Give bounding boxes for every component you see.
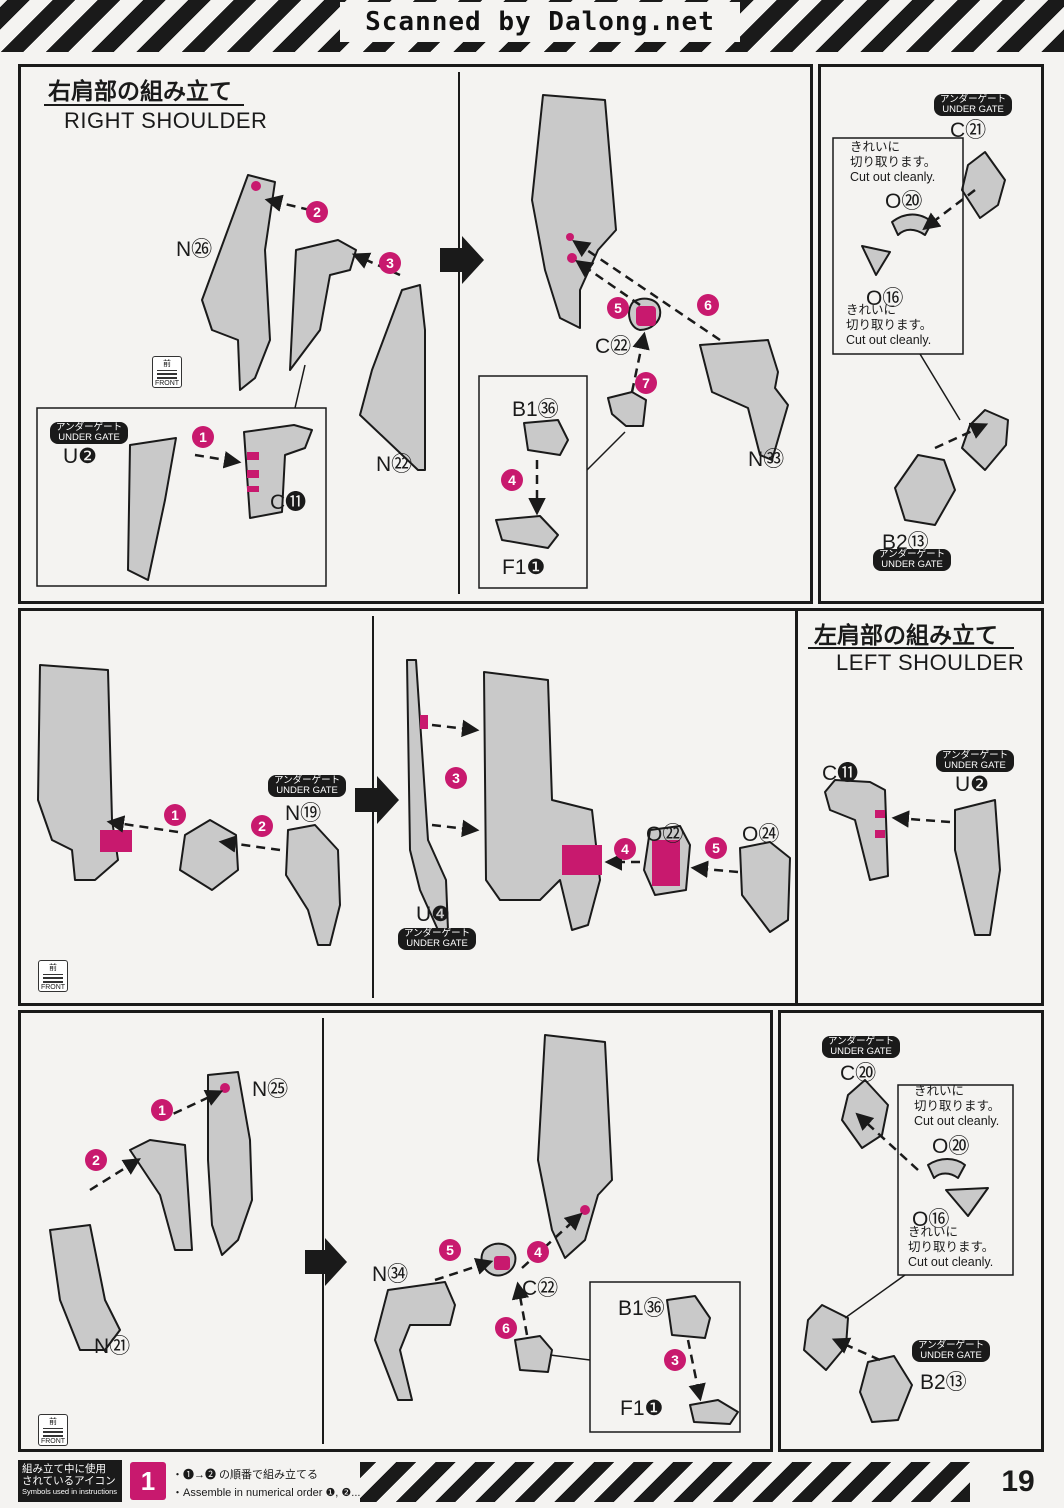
under-gate-badge: アンダーゲート UNDER GATE <box>50 422 129 444</box>
part-label: B1㊱ <box>512 398 559 421</box>
under-gate-badge: アンダーゲート UNDER GATE <box>934 94 1013 116</box>
part-label: C㉒ <box>595 335 632 358</box>
part-label: C㉑ <box>950 119 987 142</box>
page-number: 19 <box>1001 1465 1035 1498</box>
footer-hazard-stripe <box>360 1462 970 1502</box>
divider <box>458 72 460 594</box>
cut-note: きれいに 切り取ります。 Cut out cleanly. <box>914 1084 1001 1128</box>
part-label: B2⑬ <box>920 1371 967 1394</box>
part-label: F1❶ <box>620 1397 664 1420</box>
section-title-en: LEFT SHOULDER <box>836 650 1025 675</box>
under-gate-badge: アンダーゲート UNDER GATE <box>936 750 1015 772</box>
divider <box>372 616 374 998</box>
part-label: F1❶ <box>502 556 546 579</box>
under-gate-badge: アンダーゲート UNDER GATE <box>398 928 477 950</box>
part-label: U❹ <box>416 903 450 926</box>
part-label: N㉖ <box>176 238 213 261</box>
symbols-legend-box: 組み立て中に使用 されているアイコン Symbols used in instr… <box>18 1460 122 1502</box>
legend-line-en: ・Assemble in numerical order ❶, ❷... <box>172 1487 361 1499</box>
part-label: C⓫ <box>822 762 859 785</box>
section-title-en: RIGHT SHOULDER <box>64 108 268 133</box>
watermark: Scanned by Dalong.net <box>340 2 740 42</box>
part-label: O㉔ <box>742 823 780 846</box>
under-gate-badge: アンダーゲート UNDER GATE <box>822 1036 901 1058</box>
part-label: C⓫ <box>270 491 307 514</box>
under-gate-badge: アンダーゲート UNDER GATE <box>912 1340 991 1362</box>
part-label: O㉒ <box>646 823 684 846</box>
cut-note: きれいに 切り取ります。 Cut out cleanly. <box>850 140 937 184</box>
part-label: O⑳ <box>885 190 923 213</box>
frame-bottom-assembly <box>18 1010 773 1452</box>
divider <box>322 1018 324 1444</box>
part-label: N㉞ <box>372 1263 409 1286</box>
title-rule <box>44 104 244 106</box>
section-title-ja: 右肩部の組み立て <box>48 78 232 105</box>
part-label: U❷ <box>955 773 989 796</box>
step-icon: 1 <box>130 1462 166 1500</box>
part-label: U❷ <box>63 445 97 468</box>
part-label: O⑳ <box>932 1135 970 1158</box>
under-gate-badge: アンダーゲート UNDER GATE <box>268 775 347 797</box>
part-label: N㉕ <box>252 1078 289 1101</box>
cut-note: きれいに 切り取ります。 Cut out cleanly. <box>908 1225 995 1269</box>
cut-note: きれいに 切り取ります。 Cut out cleanly. <box>846 303 933 347</box>
part-label: B1㊱ <box>618 1297 665 1320</box>
part-label: N⑲ <box>285 802 322 825</box>
part-label: O⑯ <box>866 287 904 310</box>
section-title-ja: 左肩部の組み立て <box>814 622 998 649</box>
part-label: O⑯ <box>912 1208 950 1231</box>
under-gate-badge: アンダーゲート UNDER GATE <box>873 549 952 571</box>
part-label: C㉒ <box>522 1277 559 1300</box>
part-label: B2⑬ <box>882 531 929 554</box>
part-label: N㉝ <box>748 448 785 471</box>
part-label: N㉒ <box>376 453 413 476</box>
part-label: C⑳ <box>840 1062 877 1085</box>
part-label: N㉑ <box>94 1335 131 1358</box>
frame-right-shoulder <box>18 64 813 604</box>
title-rule <box>808 647 1014 649</box>
legend-line-ja: ・❶→❷ の順番で組み立てる <box>172 1469 319 1481</box>
